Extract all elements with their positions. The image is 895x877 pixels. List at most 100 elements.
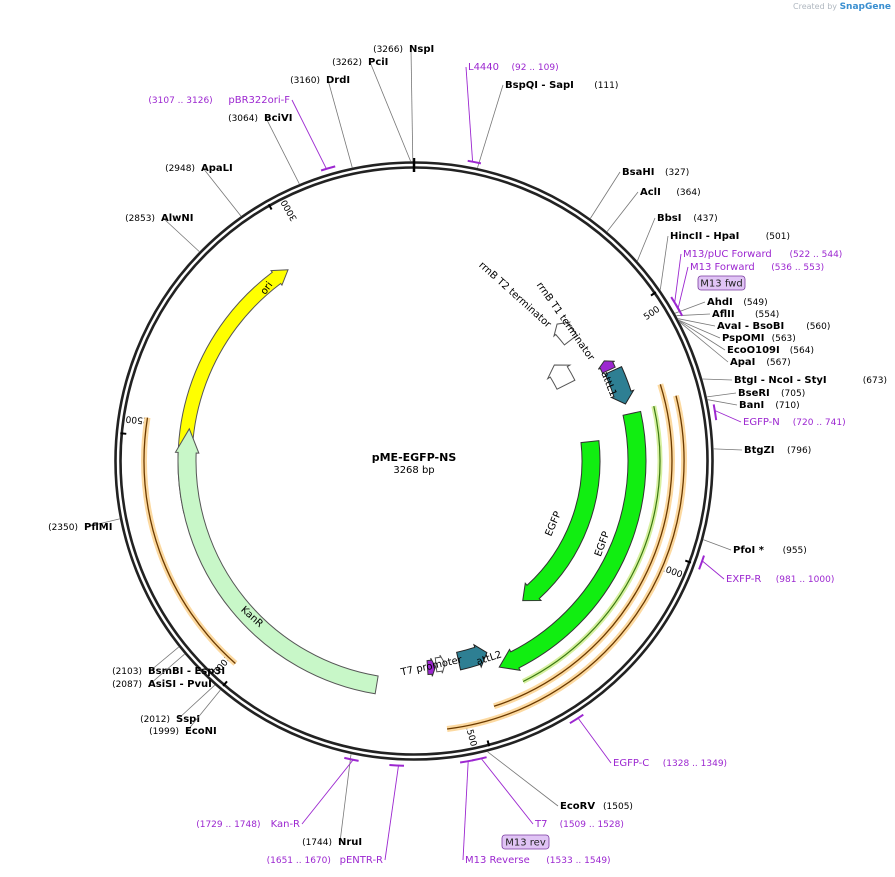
enzyme-site-asisi-pvui: AsiSI - PvuI(2087) (112, 679, 212, 690)
enzyme-site-drdi: DrdI(3160) (290, 75, 350, 86)
primer-name: EGFP-C (613, 758, 649, 769)
t7-promoter-label: T7 promoter (399, 655, 464, 679)
enzyme-site-bani: BanI(710) (739, 400, 800, 411)
enzyme-position: (2103) (112, 667, 142, 677)
primer-name: M13 Forward (690, 262, 755, 273)
primer-m13-reverse: M13 Reverse(1533 .. 1549) (459, 759, 611, 866)
tick-mark-3000 (267, 203, 273, 211)
enzyme-site-btgi-ncoi-styi: BtgI - NcoI - StyI(673) (734, 375, 887, 386)
enzyme-leader-avai-bsobi (678, 318, 716, 327)
primer-range: (522 .. 544) (790, 250, 843, 260)
tick-label-500: 500 (642, 305, 662, 323)
primer-name: L4440 (468, 62, 499, 73)
primer-name: T7 (534, 819, 547, 830)
t7-promoter-feature (434, 654, 446, 674)
enzyme-name: BseRI (738, 388, 770, 399)
enzyme-site-bsahi: BsaHI(327) (622, 167, 689, 178)
enzyme-leader-bbsi (637, 217, 656, 261)
orange-arc-left (143, 417, 236, 664)
primer-range: (720 .. 741) (793, 418, 846, 428)
enzyme-site-ecorv: EcoRV (1505) (560, 801, 633, 812)
badge-m13-fwd: M13 fwd (697, 275, 746, 291)
primer-leader (301, 759, 354, 825)
enzyme-site-apai: ApaI(567) (730, 357, 791, 368)
primer-name: Kan-R (271, 819, 300, 830)
primer-range: (1729 .. 1748) (196, 820, 260, 830)
primer-leader (384, 765, 399, 861)
primer-leader (465, 66, 474, 162)
enzyme-site-pflmi: PflMI(2350) (48, 522, 112, 533)
enzyme-position: (2350) (48, 523, 78, 533)
enzyme-site-bbsi: BbsI (437) (657, 213, 718, 224)
enzyme-leader-econi (186, 689, 221, 732)
enzyme-position: (437) (693, 214, 717, 224)
primer-arc (320, 165, 336, 172)
enzyme-name: AvaI - BsoBI (717, 321, 784, 332)
tick-mark-2000 (222, 680, 228, 687)
enzyme-site-acli: AclI (364) (640, 187, 701, 198)
primer-arc (467, 159, 482, 165)
primer-name: pBR322ori-F (228, 95, 290, 106)
enzyme-name: AclI (640, 187, 661, 198)
primer-range: (981 .. 1000) (776, 575, 835, 585)
primer-t7: T7(1509 .. 1528) (472, 756, 624, 830)
enzyme-name: BbsI (657, 213, 681, 224)
enzyme-position: (673) (863, 376, 887, 386)
enzyme-name: BciVI (264, 113, 292, 124)
enzyme-position: (2087) (112, 680, 142, 690)
enzyme-leader-apali (202, 167, 242, 217)
enzyme-position: (554) (755, 310, 779, 320)
egfp-track-line (522, 405, 661, 683)
badge-label: M13 rev (505, 838, 546, 849)
enzyme-leader-ecoo109i (678, 320, 726, 351)
primer-arc (389, 764, 405, 767)
enzyme-leader-apai (679, 321, 729, 363)
primer-arc (472, 756, 487, 762)
enzyme-name: DrdI (326, 75, 350, 86)
enzyme-position: (563) (772, 334, 796, 344)
primer-arc (712, 404, 718, 421)
tick-mark-1000 (684, 559, 692, 564)
plasmid-length: 3268 bp (393, 465, 434, 476)
enzyme-position: (955) (783, 546, 807, 556)
enzyme-position: (501) (766, 232, 790, 242)
primer-leader (577, 717, 612, 764)
enzyme-position: (3262) (332, 58, 362, 68)
tick-mark-1500 (486, 740, 491, 747)
enzyme-leader-bsahi (590, 171, 621, 219)
primer-egfp-c: EGFP-C (1328 .. 1349) (569, 713, 727, 769)
enzyme-position: (364) (676, 188, 700, 198)
primer-arc (569, 713, 584, 725)
enzyme-leader-asisi-pvui (149, 653, 185, 685)
primer-arc (674, 303, 684, 317)
enzyme-site-pspomi: PspOMI (563) (722, 333, 796, 344)
primer-range: (1328 .. 1349) (663, 759, 727, 769)
enzyme-site-pfoi: PfoI *(955) (733, 545, 807, 556)
enzyme-name: AflII (712, 309, 735, 320)
egfp-inner-feature (522, 440, 601, 602)
primer-pbr322ori-f: pBR322ori-F (3107 .. 3126) (148, 95, 336, 172)
enzyme-position: (1505) (603, 802, 633, 812)
enzyme-name: EcoRV (560, 801, 595, 812)
enzyme-leader-btgzi (713, 448, 743, 451)
primer-name: EGFP-N (743, 417, 780, 428)
primer-range: (3107 .. 3126) (148, 96, 212, 106)
enzyme-position: (2948) (165, 164, 195, 174)
enzyme-position: (796) (787, 446, 811, 456)
primer-leader (677, 266, 689, 309)
enzyme-position: (1744) (302, 838, 332, 848)
primer-leader (674, 253, 682, 303)
enzyme-position: (3266) (373, 45, 403, 55)
enzyme-leader-ecorv (487, 751, 559, 807)
tick-mark-2500 (120, 432, 127, 435)
enzyme-site-econi: EcoNI(1999) (149, 726, 217, 737)
enzyme-name: PspOMI (722, 333, 764, 344)
enzyme-site-bsmbi-esp3i: BsmBI - Esp3I(2103) (112, 666, 225, 677)
enzyme-position: (3064) (228, 114, 258, 124)
enzyme-leader-pflmi (85, 518, 120, 528)
primer-leader (701, 560, 725, 580)
primer-name: pENTR-R (340, 855, 383, 866)
badge-label: M13 fwd (700, 279, 742, 290)
enzyme-name: BanI (739, 400, 764, 411)
